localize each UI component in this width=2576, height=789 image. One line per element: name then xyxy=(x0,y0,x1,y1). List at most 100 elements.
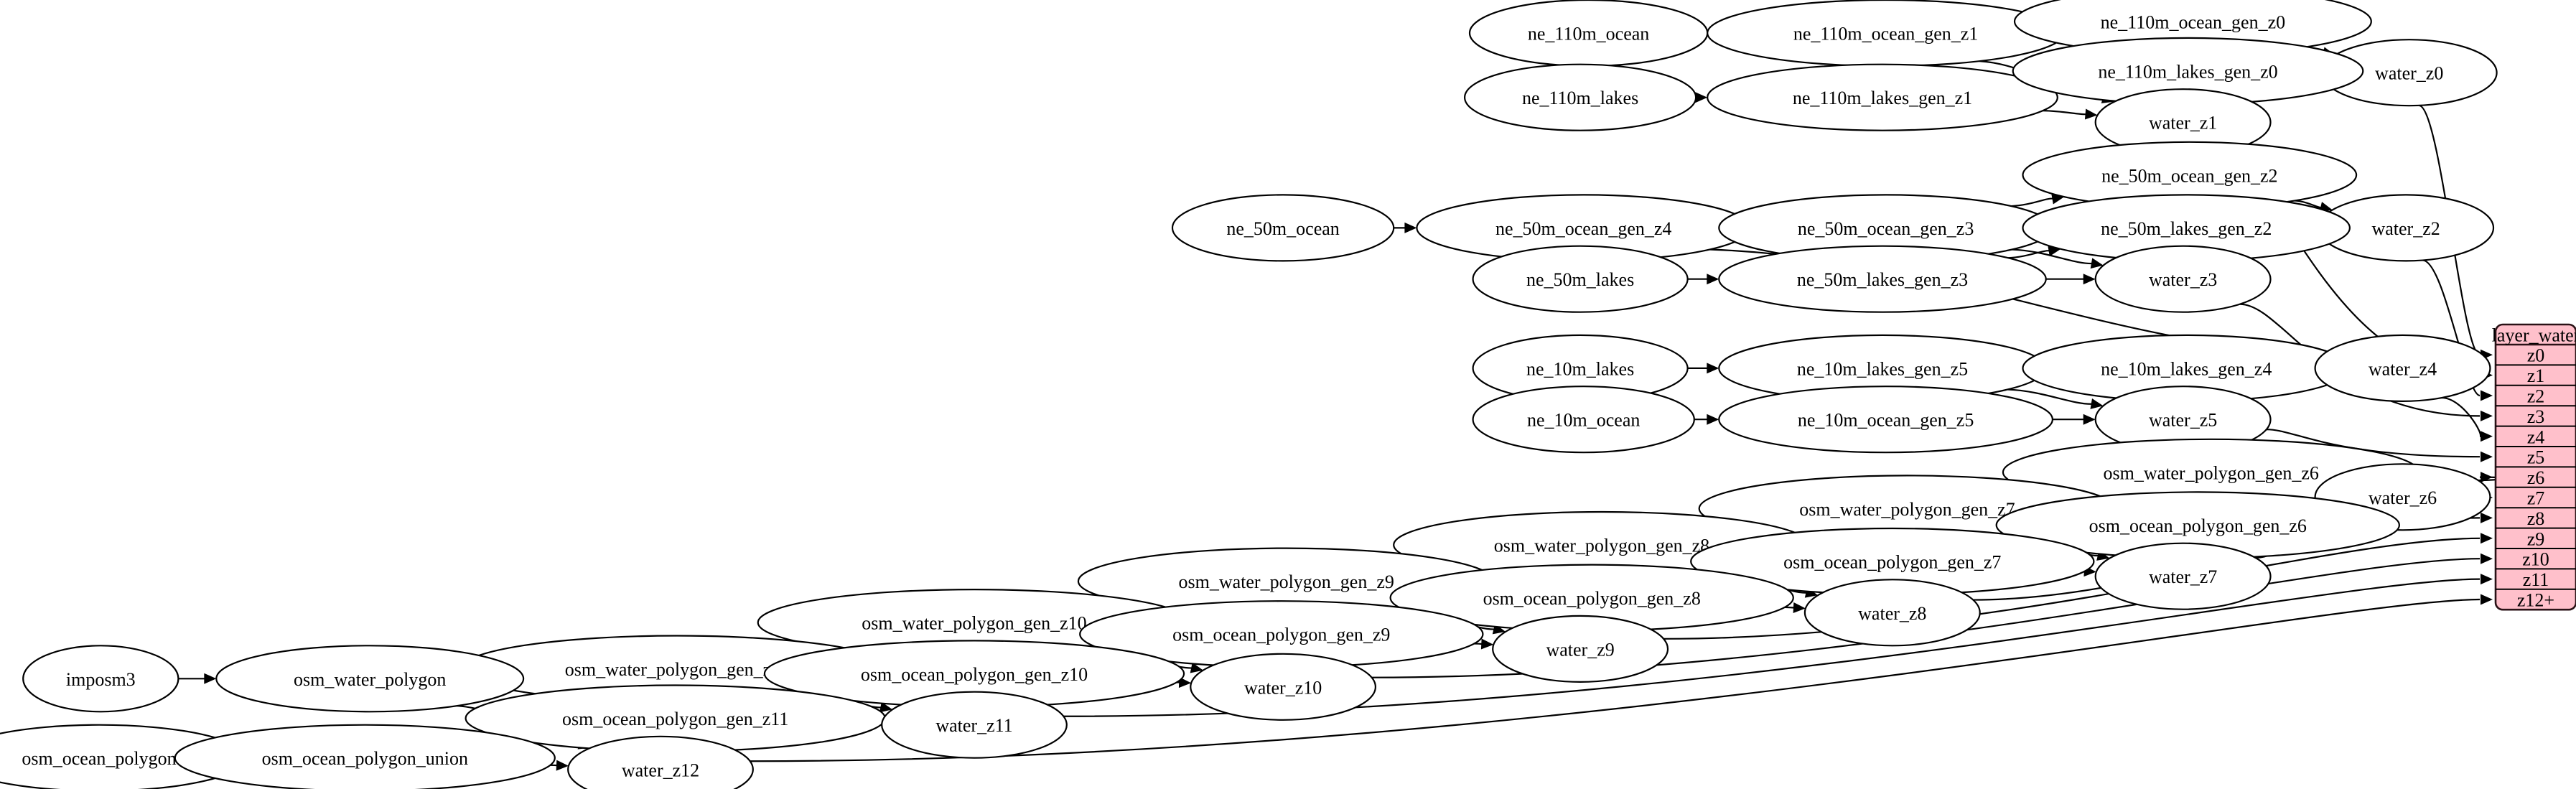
node-label: osm_ocean_polygon_gen_z6 xyxy=(2089,515,2307,536)
layer-water-row-z0[interactable]: z0 xyxy=(2527,345,2545,366)
node-label: osm_water_polygon_gen_z11 xyxy=(565,659,789,680)
node-water_z0[interactable]: water_z0 xyxy=(2320,39,2498,107)
node-ne_50m_ocean[interactable]: ne_50m_ocean xyxy=(1171,194,1395,262)
node-label: osm_ocean_polygon_union xyxy=(262,748,468,769)
node-osm_ocean_polygon_gen_z6[interactable]: osm_ocean_polygon_gen_z6 xyxy=(1995,491,2400,559)
layer-water-row-z12plus[interactable]: z12+ xyxy=(2517,590,2554,611)
node-water_z8[interactable]: water_z8 xyxy=(1803,579,1981,647)
node-label: ne_110m_lakes xyxy=(1522,88,1638,108)
node-label: water_z7 xyxy=(2149,566,2217,587)
node-ne_10m_lakes_gen_z5[interactable]: ne_10m_lakes_gen_z5 xyxy=(1718,334,2047,403)
node-water_z3[interactable]: water_z3 xyxy=(2094,245,2272,313)
node-ellipse xyxy=(1718,245,2047,313)
node-label: water_z12 xyxy=(622,760,699,780)
node-label: ne_10m_ocean xyxy=(1527,410,1640,431)
node-ne_50m_lakes_gen_z2[interactable]: ne_50m_lakes_gen_z2 xyxy=(2022,194,2351,262)
node-label: ne_10m_lakes xyxy=(1526,358,1634,379)
node-label: water_z4 xyxy=(2369,358,2437,379)
node-ne_110m_ocean_gen_z1[interactable]: ne_110m_ocean_gen_z1 xyxy=(1707,0,2066,67)
node-ellipse xyxy=(1190,653,1376,721)
node-label: ne_50m_lakes xyxy=(1526,269,1634,290)
layer-water-row-z9[interactable]: z9 xyxy=(2527,528,2545,549)
node-ellipse xyxy=(1171,194,1395,262)
node-label: ne_50m_lakes_gen_z3 xyxy=(1797,269,1968,290)
node-water_z4[interactable]: water_z4 xyxy=(2314,334,2491,403)
node-ne_110m_ocean_gen_z0[interactable]: ne_110m_ocean_gen_z0 xyxy=(2013,0,2372,55)
node-label: water_z3 xyxy=(2149,269,2217,290)
node-ne_10m_ocean_gen_z5[interactable]: ne_10m_ocean_gen_z5 xyxy=(1718,386,2054,454)
node-osm_ocean_polygon[interactable]: osm_ocean_polygon xyxy=(0,724,247,789)
node-ellipse xyxy=(1472,386,1695,454)
edge-osm_ocean_polygon_union-to-water_z12 xyxy=(550,760,569,771)
node-water_z9[interactable]: water_z9 xyxy=(1492,615,1669,683)
node-osm_ocean_polygon_gen_z8[interactable]: osm_ocean_polygon_gen_z8 xyxy=(1389,564,1794,632)
node-label: osm_water_polygon_gen_z7 xyxy=(1799,499,2015,520)
node-ellipse xyxy=(215,645,525,713)
node-label: imposm3 xyxy=(66,669,136,690)
node-ellipse xyxy=(1472,245,1689,313)
layer-water-row-z6[interactable]: z6 xyxy=(2527,467,2545,488)
node-ne_50m_ocean_gen_z3[interactable]: ne_50m_ocean_gen_z3 xyxy=(1718,194,2054,262)
layer-water-row-z7[interactable]: z7 xyxy=(2527,488,2545,509)
layer-water-row-z8[interactable]: z8 xyxy=(2527,508,2545,529)
node-label: osm_ocean_polygon_gen_z9 xyxy=(1172,625,1390,645)
node-water_z5[interactable]: water_z5 xyxy=(2094,386,2272,454)
node-water_z2[interactable]: water_z2 xyxy=(2318,194,2495,262)
node-label: ne_50m_lakes_gen_z2 xyxy=(2101,218,2272,239)
layer-water-row-z3[interactable]: z3 xyxy=(2527,406,2545,427)
node-label: ne_50m_ocean_gen_z4 xyxy=(1495,218,1671,239)
node-imposm3[interactable]: imposm3 xyxy=(22,645,179,713)
node-ne_110m_lakes_gen_z1[interactable]: ne_110m_lakes_gen_z1 xyxy=(1707,63,2058,131)
node-label: ne_110m_ocean_gen_z0 xyxy=(2101,11,2286,32)
node-ellipse xyxy=(2094,245,2272,313)
node-label: ne_110m_lakes_gen_z1 xyxy=(1793,88,1972,108)
node-ne_110m_lakes[interactable]: ne_110m_lakes xyxy=(1464,63,1697,131)
node-label: ne_10m_lakes_gen_z5 xyxy=(1797,358,1968,379)
node-ne_10m_ocean[interactable]: ne_10m_ocean xyxy=(1472,386,1695,454)
layer-water-row-z11[interactable]: z11 xyxy=(2523,569,2549,590)
node-ne_110m_lakes_gen_z0[interactable]: ne_110m_lakes_gen_z0 xyxy=(2012,37,2364,106)
node-water_z10[interactable]: water_z10 xyxy=(1190,653,1376,721)
layer-water-row-z5[interactable]: z5 xyxy=(2527,447,2545,468)
node-label: water_z2 xyxy=(2371,218,2440,239)
node-water_z11[interactable]: water_z11 xyxy=(881,691,1068,759)
node-label: water_z0 xyxy=(2375,63,2443,84)
layer-water-row-z2[interactable]: z2 xyxy=(2527,386,2545,407)
node-label: osm_ocean_polygon_gen_z11 xyxy=(562,709,788,729)
node-ne_110m_ocean[interactable]: ne_110m_ocean xyxy=(1468,0,1709,67)
node-label: ne_110m_ocean_gen_z1 xyxy=(1793,24,1979,45)
node-water_z12[interactable]: water_z12 xyxy=(567,735,754,789)
edge-water_z5-to-layer_water-z5 xyxy=(2266,429,2493,462)
node-label: ne_110m_lakes_gen_z0 xyxy=(2098,61,2277,82)
node-label: water_z11 xyxy=(935,715,1012,736)
layer-water-row-z1[interactable]: z1 xyxy=(2527,365,2545,386)
edge-ne_50m_lakes-to-ne_50m_lakes_gen_z3 xyxy=(1687,274,1719,285)
node-label: osm_ocean_polygon_gen_z8 xyxy=(1483,588,1701,609)
node-label: water_z8 xyxy=(1858,603,1926,624)
layer-water-row-z4[interactable]: z4 xyxy=(2527,426,2545,447)
edge-ne_110m_lakes_gen_z1-to-water_z1 xyxy=(2043,108,2098,120)
node-osm_water_polygon[interactable]: osm_water_polygon xyxy=(215,645,525,713)
node-ellipse xyxy=(22,645,179,713)
node-label: osm_water_polygon xyxy=(294,669,446,690)
edge-osm_ocean_polygon_gen_z8-to-water_z8 xyxy=(1784,602,1806,613)
edge-water_z4-to-layer_water-z4 xyxy=(2441,396,2493,442)
node-ellipse xyxy=(1718,386,2054,454)
node-label: osm_ocean_polygon xyxy=(22,748,176,769)
node-osm_ocean_polygon_gen_z7[interactable]: osm_ocean_polygon_gen_z7 xyxy=(1690,527,2095,596)
node-ne_50m_lakes[interactable]: ne_50m_lakes xyxy=(1472,245,1689,313)
node-label: ne_10m_lakes_gen_z4 xyxy=(2101,358,2272,379)
node-osm_ocean_polygon_gen_z10[interactable]: osm_ocean_polygon_gen_z10 xyxy=(763,640,1185,708)
node-label: osm_ocean_polygon_gen_z10 xyxy=(861,664,1088,685)
node-ne_50m_lakes_gen_z3[interactable]: ne_50m_lakes_gen_z3 xyxy=(1718,245,2047,313)
node-water_z7[interactable]: water_z7 xyxy=(2094,542,2272,610)
edge-imposm3-to-osm_water_polygon xyxy=(178,673,217,684)
node-osm_ocean_polygon_gen_z9[interactable]: osm_ocean_polygon_gen_z9 xyxy=(1079,600,1484,668)
node-ellipse xyxy=(1464,63,1697,131)
layer-water-table: layer_waterz0z1z2z3z4z5z6z7z8z9z10z11z12… xyxy=(2492,323,2576,611)
layer-water-row-z10[interactable]: z10 xyxy=(2522,549,2549,570)
node-osm_ocean_polygon_union[interactable]: osm_ocean_polygon_union xyxy=(174,724,556,789)
node-ne_50m_ocean_gen_z2[interactable]: ne_50m_ocean_gen_z2 xyxy=(2022,141,2358,209)
